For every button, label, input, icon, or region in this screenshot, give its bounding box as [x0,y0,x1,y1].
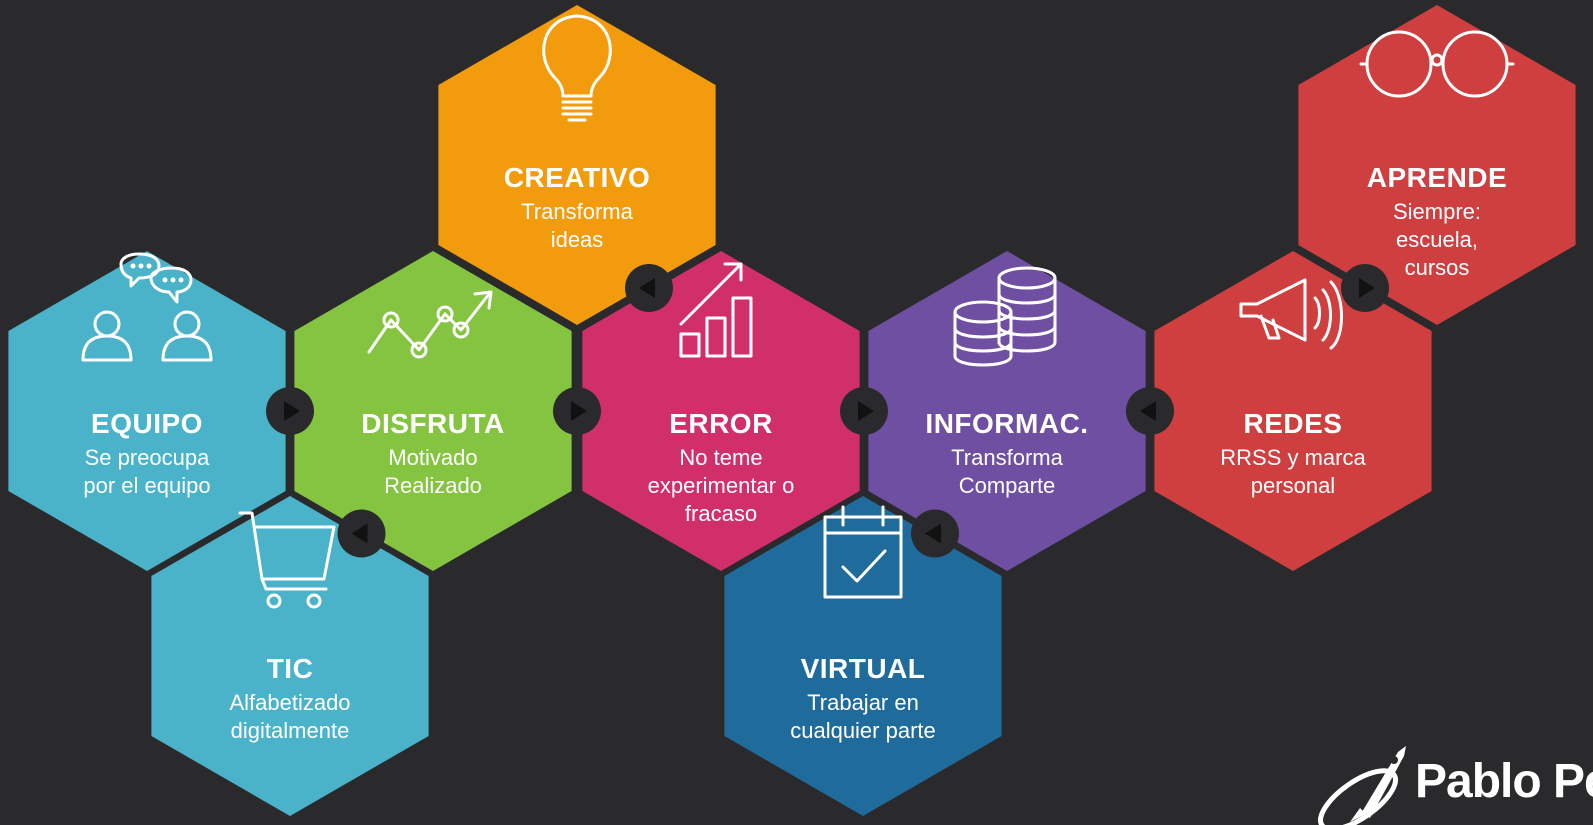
hexagon-creativo: CREATIVO Transforma ideas [438,5,716,325]
hexagon-title: VIRTUAL [801,653,926,684]
hexagon-layer: CREATIVO Transforma ideas APRENDE Siempre: es… [8,5,1576,816]
hexagon-shape [868,251,1146,571]
team-chat-icon [81,252,213,362]
connector-informac-redes [1126,387,1174,435]
hexagon-description-line: Motivado [388,445,477,470]
hexagon-title: APRENDE [1367,162,1507,193]
hexagon-shape [1298,5,1576,325]
hexagon-shape [724,496,1002,816]
arrow-right-icon [571,401,587,421]
arrow-right-icon [284,401,300,421]
arrow-left-icon [1140,401,1156,421]
hexagon-description-line: experimentar o [648,473,795,498]
hexagon-title: CREATIVO [504,162,651,193]
hexagon-description-line: fracaso [685,501,757,526]
brand-name: Pablo Pe [1415,755,1593,808]
hexagon-title: DISFRUTA [361,408,504,439]
arrow-left-icon [925,523,941,544]
hexagon-description-line: Transforma [951,445,1063,470]
hexagon-description-line: Siempre: [1393,199,1481,224]
hexagon-title: EQUIPO [91,408,203,439]
hexagon-description-line: Comparte [959,473,1056,498]
hexagon-title: INFORMAC. [925,408,1088,439]
arrow-right-icon [1359,278,1375,298]
connector-aprende-redes [1341,264,1389,312]
hexagon-description-line: digitalmente [231,718,350,743]
hexagon-description-line: personal [1251,473,1335,498]
connector-equipo-disfruta [266,387,314,435]
arrow-left-icon [639,278,655,298]
hexagon-aprende: APRENDE Siempre: escuela, cursos [1298,5,1576,325]
hexagon-description-line: Trabajar en [807,690,919,715]
hexagon-shape [294,251,572,571]
hexagon-title: ERROR [669,408,773,439]
hexagon-description-line: Alfabetizado [229,690,350,715]
brand-logo: Pablo Pe [1310,742,1593,825]
lightbulb-icon [542,14,612,122]
trend-line-icon [367,290,493,359]
hexagon-redes: REDES RRSS y marca personal [1154,251,1432,571]
growth-bars-icon [679,262,753,358]
hexagon-shape [151,496,429,816]
hexagon-description-line: RRSS y marca [1220,445,1366,470]
hexagon-shape [1154,251,1432,571]
connector-disfruta-tic [337,509,386,558]
connector-informac-virtual [911,509,959,558]
connector-layer [266,264,1389,558]
hexagon-error: ERROR No teme experimentar o fracaso [582,251,860,571]
calendar-check-icon [823,505,903,599]
connector-creativo-error [625,264,673,312]
hexagon-virtual: VIRTUAL Trabajar en cualquier parte [724,496,1002,816]
hexagon-shape [438,5,716,325]
database-icon [953,266,1057,367]
connector-error-informac [840,387,888,435]
rocket-icon [1318,746,1406,825]
arrow-left-icon [351,523,368,544]
hexagon-description-line: por el equipo [83,473,210,498]
hexagon-description-line: Se preocupa [85,445,211,470]
hexagon-title: REDES [1244,408,1343,439]
hexagon-equipo: EQUIPO Se preocupa por el equipo [8,251,286,571]
hexagon-description-line: Realizado [384,473,482,498]
hexagon-description-line: escuela, [1396,227,1478,252]
hexagon-description-line: cursos [1405,255,1470,280]
megaphone-icon [1239,278,1343,350]
shopping-cart-icon [238,511,336,609]
hexagon-shape [582,251,860,571]
hexagon-description-line: No teme [679,445,762,470]
hexagon-title: TIC [267,653,314,684]
glasses-icon [1359,30,1515,98]
hexagon-shape [8,251,286,571]
hexagon-tic: TIC Alfabetizado digitalmente [151,496,429,816]
connector-disfruta-error [553,387,601,435]
hexagon-description-line: Transforma [521,199,633,224]
hexagon-description-line: cualquier parte [790,718,936,743]
hexagon-description-line: ideas [551,227,604,252]
arrow-right-icon [858,401,874,421]
